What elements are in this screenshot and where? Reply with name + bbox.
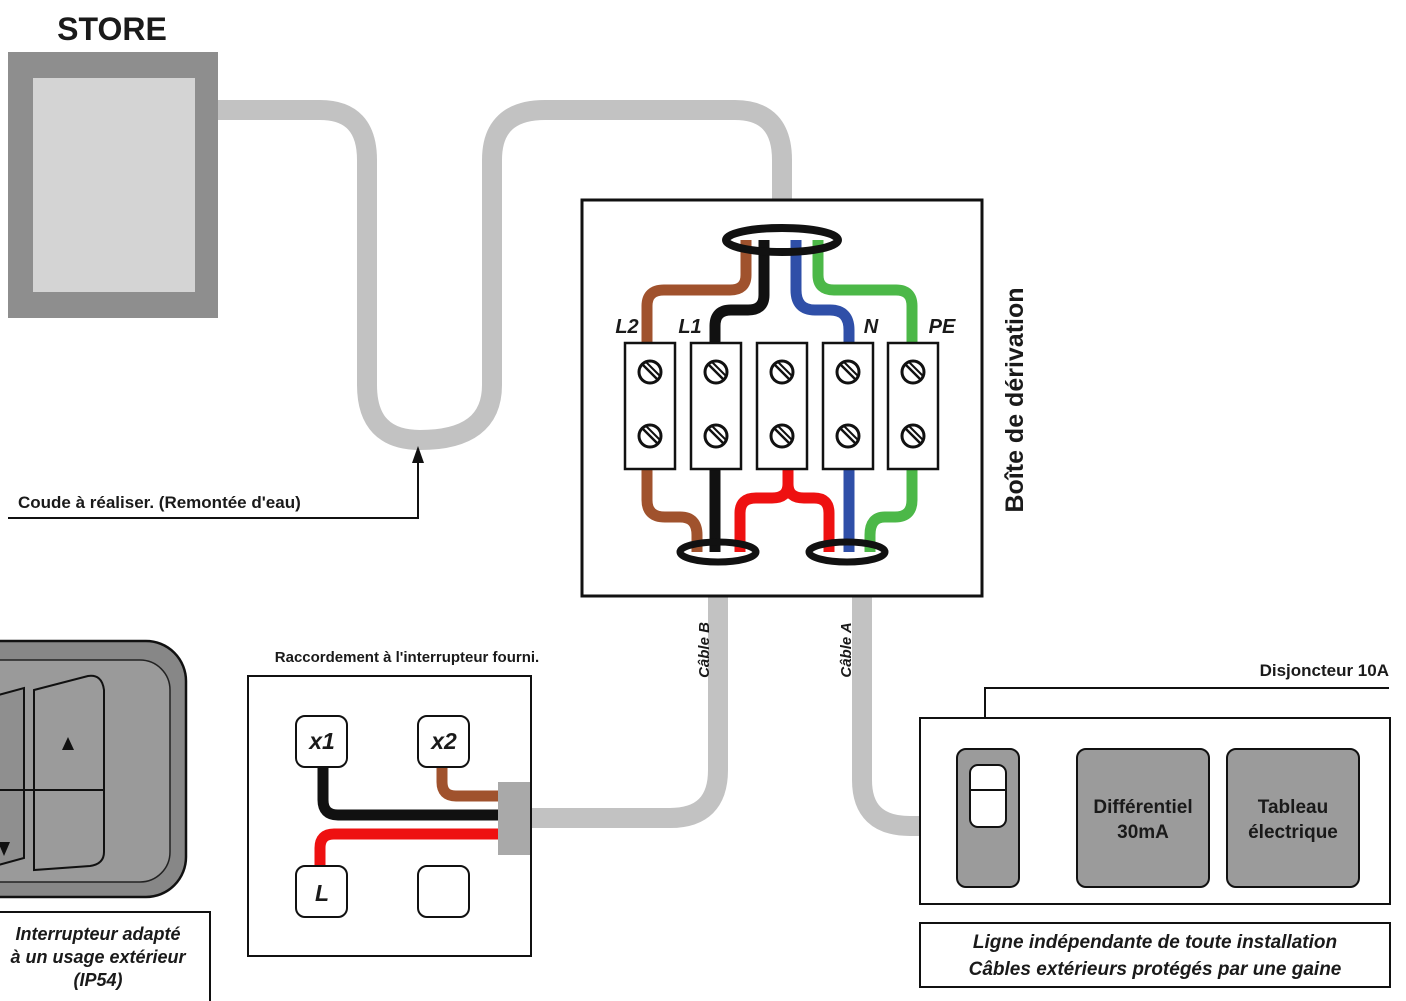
switch-terminal-empty	[417, 865, 470, 918]
differential-label-1: Différentiel	[1093, 797, 1192, 818]
switch-wiring-title: Raccordement à l'interrupteur fourni.	[275, 649, 539, 666]
cable-a	[852, 590, 1240, 836]
elbow-note: Coude à réaliser. (Remontée d'eau)	[18, 493, 301, 512]
switch-terminal-x1-label: x1	[307, 728, 335, 754]
bottom-grommet-a	[805, 538, 889, 566]
outdoor-switch: Interrupteur adapté à un usage extérieur…	[0, 639, 211, 1001]
wire-brown-bottom	[641, 462, 703, 552]
switch-caption-line2: à un usage extérieur	[10, 947, 186, 967]
elbow-arrowhead	[412, 446, 424, 463]
switch-caption-box	[0, 911, 211, 1001]
switch-wire-red	[314, 828, 500, 870]
junction-box-title: Boîte de dérivation	[1001, 287, 1029, 512]
board-label-1: Tableau	[1258, 797, 1328, 818]
switch-wiring-diagram: Raccordement à l'interrupteur fourni. x1…	[247, 649, 539, 957]
wire-black-top	[709, 240, 770, 345]
cable-a-label: Câble A	[838, 622, 855, 677]
cable-b-label: Câble B	[696, 622, 713, 678]
terminal-label-pe: PE	[929, 316, 956, 338]
switch-rocker-right	[33, 674, 105, 872]
switch-caption-line3: (IP54)	[73, 970, 122, 990]
breaker-10a	[956, 748, 1020, 888]
junction-box: L2 L1 N PE Boîte de dérivation	[580, 198, 1029, 598]
bottom-grommet-b	[676, 538, 760, 566]
switch-terminal-x2-label: x2	[429, 728, 457, 754]
terminal-label-n: N	[864, 316, 879, 338]
store-cable	[218, 100, 792, 450]
wire-red-bottom	[734, 462, 835, 552]
wire-green-top	[812, 240, 918, 345]
breaker-toggle-icon	[969, 764, 1007, 828]
terminal-label-l2: L2	[615, 316, 638, 338]
cable-conduits	[218, 100, 1240, 836]
terminal-block-l1	[689, 341, 743, 471]
switch-terminal-l	[295, 865, 348, 918]
breaker-label: Disjoncteur 10A	[1260, 661, 1389, 680]
store-panel	[33, 78, 195, 292]
breaker-pointer-line	[984, 687, 1389, 730]
wire-green-bottom	[864, 462, 918, 552]
wire-blue-top	[790, 240, 855, 345]
elbow-annotation: Coude à réaliser. (Remontée d'eau)	[8, 446, 424, 519]
switch-terminal-x1	[295, 715, 348, 768]
top-grommet	[722, 224, 842, 256]
terminal-block-l2	[623, 341, 677, 471]
note-line2: Câbles extérieurs protégés par une gaine	[969, 959, 1342, 980]
terminal-strip	[623, 341, 940, 471]
electrical-panel: Disjoncteur 10A Différentiel 30mA Tablea…	[919, 661, 1391, 988]
store-title: STORE	[57, 11, 167, 47]
switch-terminal-l-label: L	[315, 880, 329, 906]
switch-wire-black	[317, 760, 500, 821]
elbow-pointer-line	[8, 462, 419, 519]
terminal-block-center	[755, 341, 809, 471]
board-module: Tableau électrique	[1226, 748, 1360, 888]
terminal-label-l1: L1	[678, 316, 701, 338]
switch-rocker-left	[0, 686, 25, 866]
switch-caption-line1: Interrupteur adapté	[15, 924, 180, 944]
differential-module: Différentiel 30mA	[1076, 748, 1210, 888]
wire-brown-top	[641, 240, 752, 345]
note-box	[919, 922, 1391, 988]
switch-terminal-x2	[417, 715, 470, 768]
arrow-down-icon	[0, 842, 10, 856]
arrow-up-icon	[62, 737, 74, 750]
cable-gland	[498, 782, 530, 855]
differential-label-2: 30mA	[1117, 822, 1169, 843]
board-label-2: électrique	[1248, 822, 1338, 843]
switch-wire-brown	[436, 760, 500, 802]
terminal-block-n	[821, 341, 875, 471]
note-line1: Ligne indépendante de toute installation	[973, 932, 1337, 953]
cable-b	[520, 590, 728, 828]
terminal-block-pe	[886, 341, 940, 471]
